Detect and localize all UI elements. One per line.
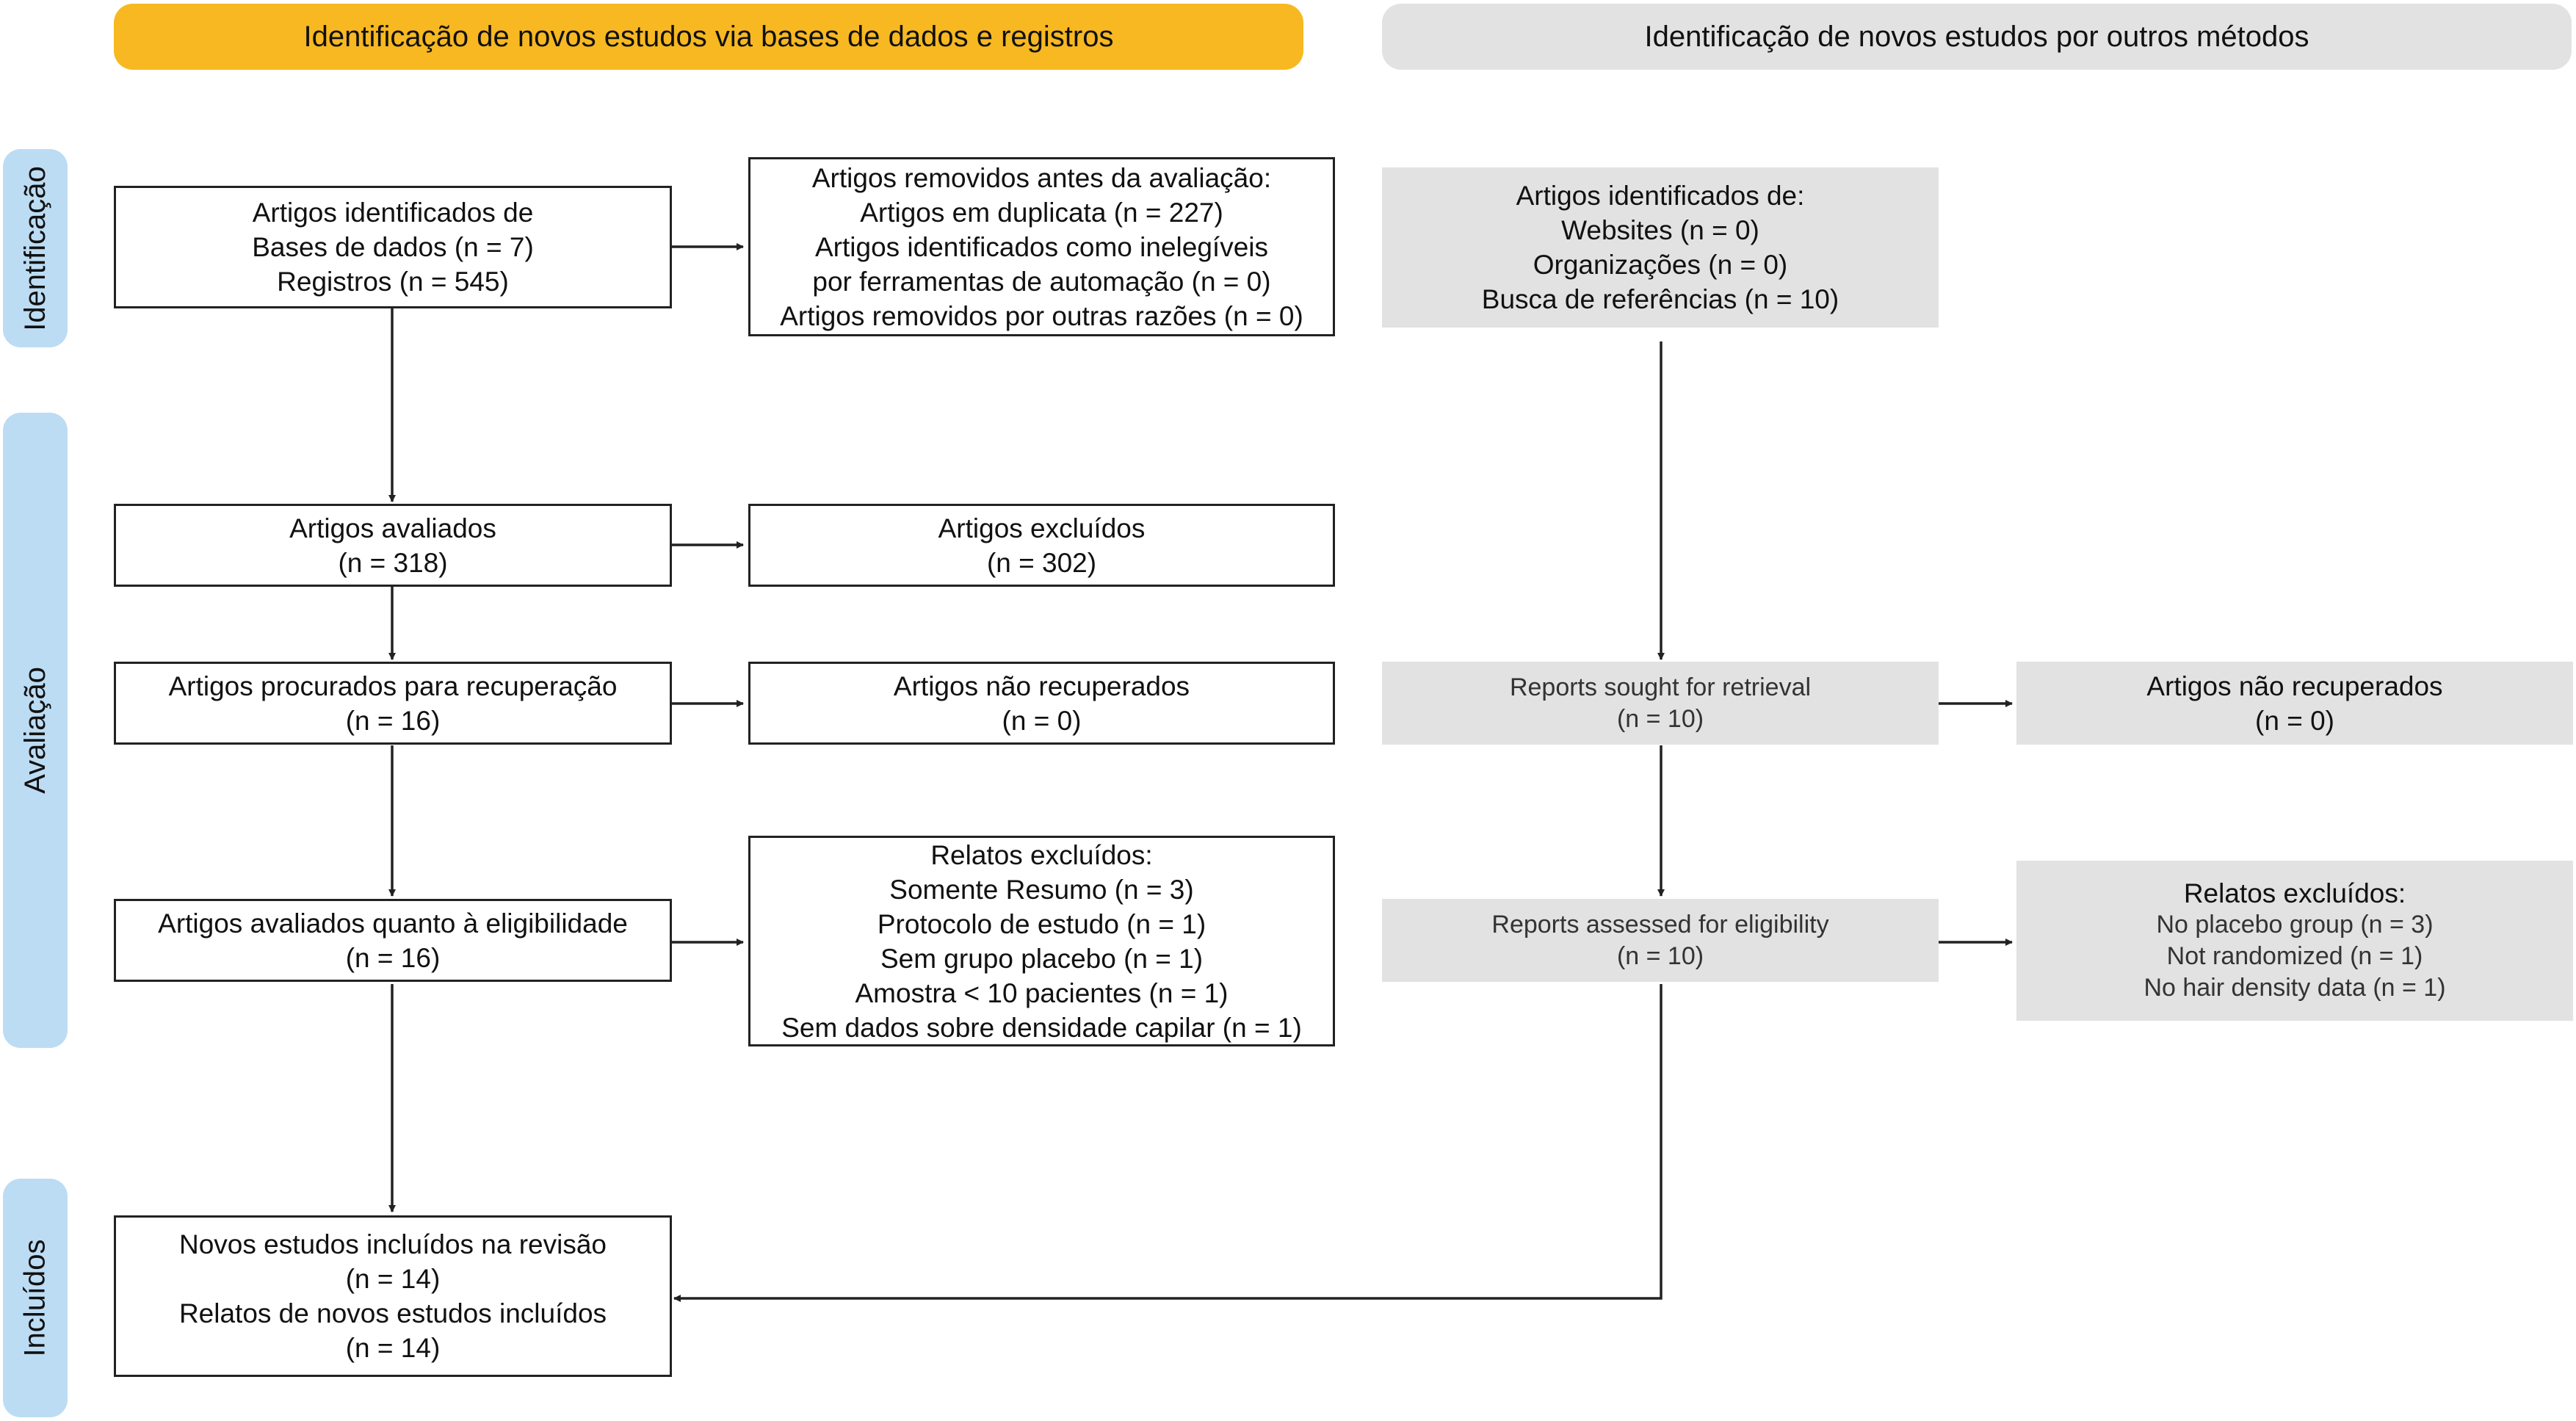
box-other-not-retrieved: Artigos não recuperados (n = 0) [2016,662,2573,745]
other-identified-line: Organizações (n = 0) [1533,250,1788,280]
not-retrieved-line: Artigos não recuperados [893,670,1190,701]
reports-excluded-line: Relatos excluídos: [930,839,1153,870]
box-studies-included: Novos estudos incluídos na revisão (n = … [114,1215,672,1377]
other-identified-line: Websites (n = 0) [1561,215,1759,245]
records-identified-line: Artigos identificados de [252,198,534,228]
box-other-reports-sought: Reports sought for retrieval (n = 10) [1382,662,1939,745]
reports-excluded-line: Sem grupo placebo (n = 1) [880,943,1204,974]
box-records-removed: Artigos removidos antes da avaliação: Ar… [748,157,1335,336]
other-excluded-line: Relatos excluídos: [2183,878,2406,908]
included-line: (n = 14) [345,1333,441,1363]
included-line: Novos estudos incluídos na revisão [178,1229,607,1259]
phase-included: Incluídos [3,1179,68,1417]
records-removed-line: Artigos em duplicata (n = 227) [860,197,1223,228]
other-excluded-line: Not randomized (n = 1) [2166,942,2423,970]
phase-screening: Avaliação [3,413,68,1048]
header-databases-text: Identificação de novos estudos via bases… [303,20,1114,53]
reports-sought-line: (n = 16) [345,705,441,736]
other-excluded-line: No hair density data (n = 1) [2143,974,2446,1002]
box-records-identified: Artigos identificados de Bases de dados … [114,186,672,308]
reports-excluded-line: Somente Resumo (n = 3) [889,874,1194,905]
box-other-identified: Artigos identificados de: Websites (n = … [1382,167,1939,328]
other-not-retrieved-line: Artigos não recuperados [2146,670,2443,701]
records-identified-line: Registros (n = 545) [277,267,509,297]
header-other-methods-text: Identificação de novos estudos por outro… [1644,20,2309,53]
other-not-retrieved-line: (n = 0) [2255,705,2334,736]
included-line: (n = 14) [345,1264,441,1294]
eligibility-line: (n = 16) [345,942,441,973]
box-records-excluded: Artigos excluídos (n = 302) [748,504,1335,587]
records-removed-line: Artigos removidos antes da avaliação: [811,162,1272,193]
header-other-methods: Identificação de novos estudos por outro… [1382,4,2572,70]
included-line: Relatos de novos estudos incluídos [178,1298,607,1328]
box-reports-sought: Artigos procurados para recuperação (n =… [114,662,672,745]
reports-excluded-line: Sem dados sobre densidade capilar (n = 1… [781,1012,1302,1043]
other-identified-line: Artigos identificados de: [1516,181,1805,211]
box-reports-not-retrieved: Artigos não recuperados (n = 0) [748,662,1335,745]
header-databases-registers: Identificação de novos estudos via bases… [114,4,1303,70]
eligibility-line: Artigos avaliados quanto à eligibilidade [158,908,628,939]
records-removed-line: por ferramentas de automação (n = 0) [812,266,1271,297]
phase-identification: Identificação [3,149,68,347]
records-removed-line: Artigos removidos por outras razões (n =… [780,300,1303,331]
other-sought-line: Reports sought for retrieval [1509,673,1812,701]
records-removed-line: Artigos identificados como inelegíveis [815,231,1268,262]
box-other-reports-eligibility: Reports assessed for eligibility (n = 10… [1382,899,1939,982]
other-eligibility-line: (n = 10) [1616,941,1704,970]
other-eligibility-line: Reports assessed for eligibility [1491,910,1829,939]
reports-excluded-line: Amostra < 10 pacientes (n = 1) [855,977,1229,1008]
records-excluded-line: (n = 302) [986,547,1097,578]
reports-excluded-line: Protocolo de estudo (n = 1) [877,908,1206,939]
records-screened-line: (n = 318) [338,547,448,578]
box-records-screened: Artigos avaliados (n = 318) [114,504,672,587]
other-excluded-line: No placebo group (n = 3) [2156,911,2434,939]
records-excluded-line: Artigos excluídos [938,513,1146,543]
other-identified-line: Busca de referências (n = 10) [1481,284,1839,314]
reports-sought-line: Artigos procurados para recuperação [168,670,618,701]
box-other-reports-excluded: Relatos excluídos: No placebo group (n =… [2016,861,2573,1021]
other-sought-line: (n = 10) [1616,704,1704,733]
arrow-other-to-included [673,984,1663,1302]
not-retrieved-line: (n = 0) [1002,705,1082,736]
box-reports-eligibility: Artigos avaliados quanto à eligibilidade… [114,899,672,982]
records-screened-line: Artigos avaliados [289,513,496,543]
records-identified-line: Bases de dados (n = 7) [252,232,534,262]
box-reports-excluded: Relatos excluídos: Somente Resumo (n = 3… [748,836,1335,1046]
